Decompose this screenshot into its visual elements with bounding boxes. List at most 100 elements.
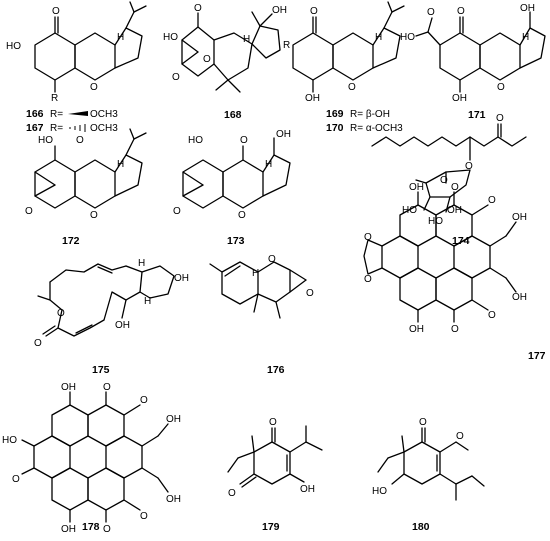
oh-top-177: OH	[409, 182, 424, 193]
compound-number-179: 179	[262, 521, 280, 533]
oh-b-175: OH	[115, 320, 130, 331]
ring-o-172: O	[90, 210, 98, 221]
r-label-167: R=	[50, 123, 63, 134]
ho-168: HO	[163, 32, 178, 43]
ketone-o-168: O	[194, 3, 202, 14]
oh-174: OH	[447, 205, 462, 216]
structure-176: O O H 176	[209, 254, 314, 376]
epoxy-o-173: O	[173, 206, 181, 217]
r-value-166: OCH3	[90, 109, 118, 120]
ketone-o-169: O	[310, 6, 318, 17]
hash-bond-icon	[69, 124, 86, 132]
ho-172: HO	[38, 135, 53, 146]
ketone-o-180: O	[419, 417, 427, 428]
ring-o-176: O	[268, 254, 276, 265]
structure-172: O HO O O H 172	[25, 128, 147, 247]
oh-169: OH	[305, 93, 320, 104]
quinone-o-bottom-177: O	[451, 324, 459, 335]
compound-number-172: 172	[62, 235, 80, 247]
acid-o-171: O	[427, 7, 435, 18]
ketone-o-179: O	[269, 417, 277, 428]
ring-o-173: O	[238, 210, 246, 221]
compound-number-168: 168	[224, 109, 242, 121]
ring-o-169: O	[348, 82, 356, 93]
oh-168: OH	[272, 5, 287, 16]
oh-a-175: OH	[174, 273, 189, 284]
structure-177: OH O O OH O O OH O OH O 177	[363, 182, 546, 362]
oh-top-178: OH	[61, 382, 76, 393]
oh-173: OH	[276, 129, 291, 140]
acid-ho-171: HO	[400, 32, 415, 43]
compound-number-169: 169	[326, 108, 344, 120]
methoxy-o-left-178: O	[12, 474, 20, 485]
lactone-o-175: O	[57, 308, 65, 319]
structure-173: O HO OH O O H 173	[173, 129, 291, 247]
oh-bottom-178: OH	[61, 524, 76, 535]
oh-side-top-177: OH	[512, 212, 527, 223]
compound-number-171: 171	[468, 109, 486, 121]
ring-o-171: O	[497, 82, 505, 93]
structure-166-167: O HO O R H 166 R= OCH3 167 R= OCH3	[6, 1, 147, 134]
ring-o-174: O	[440, 175, 448, 186]
epoxy-o-172: O	[25, 206, 33, 217]
glycoside-o-174: O	[465, 161, 473, 172]
methoxy-o-bottom-178: O	[140, 511, 148, 522]
ketone-o-172: O	[76, 135, 84, 146]
oh-side-top-178: OH	[166, 414, 181, 425]
oh-side-171: OH	[520, 3, 535, 14]
quinone-o-top-178: O	[103, 382, 111, 393]
dioxole-o-a-177: O	[364, 232, 372, 243]
structure-180: O O HO 180	[372, 417, 485, 533]
compound-number-166: 166	[26, 108, 44, 120]
h-173: H	[265, 159, 272, 170]
oh-side-bottom-177: OH	[512, 292, 527, 303]
r-group-166: R	[51, 93, 58, 104]
methoxy-o-top-178: O	[140, 395, 148, 406]
ring-o-166: O	[90, 82, 98, 93]
ketone-o-173: O	[240, 135, 248, 146]
ho-a-174: HO	[402, 205, 417, 216]
compound-number-175: 175	[92, 364, 110, 376]
ho-180: HO	[372, 486, 387, 497]
ho-173: HO	[188, 135, 203, 146]
oh-side-bottom-178: OH	[166, 494, 181, 505]
h-166: H	[117, 32, 124, 43]
methoxy-o-bottom-177: O	[488, 310, 496, 321]
methoxy-o-180: O	[456, 431, 464, 442]
compound-number-167: 167	[26, 122, 44, 134]
compound-number-180: 180	[412, 521, 430, 533]
h-171: H	[522, 32, 529, 43]
quinone-o-bottom-178: O	[103, 524, 111, 535]
structure-178: OH O O HO O OH OH O OH O 178	[2, 382, 181, 535]
structure-179: O O OH 179	[227, 417, 323, 533]
compound-number-178: 178	[82, 521, 100, 533]
oh-bottom-177: OH	[409, 324, 424, 335]
structure-169-170: O R O OH H 169 R= β-OH 170 R= α-OCH3	[283, 1, 405, 134]
h-a-175: H	[138, 258, 145, 269]
epoxy-o-168: O	[172, 72, 180, 83]
carbonyl-o-179: O	[228, 488, 236, 499]
dioxole-o-b-177: O	[364, 274, 372, 285]
compound-number-176: 176	[267, 364, 285, 376]
quinone-o-top-177: O	[451, 182, 459, 193]
wedge-bond-icon	[68, 111, 88, 116]
structure-168: O HO O O OH H 168	[163, 3, 287, 121]
ketone-o-166: O	[52, 6, 60, 17]
epoxy-o-176: O	[306, 288, 314, 299]
oh-171: OH	[452, 93, 467, 104]
r-value-167: OCH3	[90, 123, 118, 134]
h-172: H	[117, 159, 124, 170]
compound-number-170: 170	[326, 122, 344, 134]
ketone-o-171: O	[457, 6, 465, 17]
ketone-o-174: O	[496, 113, 504, 124]
ho-178: HO	[2, 435, 17, 446]
r-value-169: R= β-OH	[350, 109, 390, 120]
oh-179: OH	[300, 484, 315, 495]
structure-175: O O OH OH H H 175	[34, 258, 189, 376]
r-value-170: R= α-OCH3	[350, 123, 403, 134]
h-b-175: H	[144, 296, 151, 307]
compound-number-173: 173	[227, 235, 245, 247]
structure-171: O O HO O OH OH H 171	[400, 3, 546, 121]
